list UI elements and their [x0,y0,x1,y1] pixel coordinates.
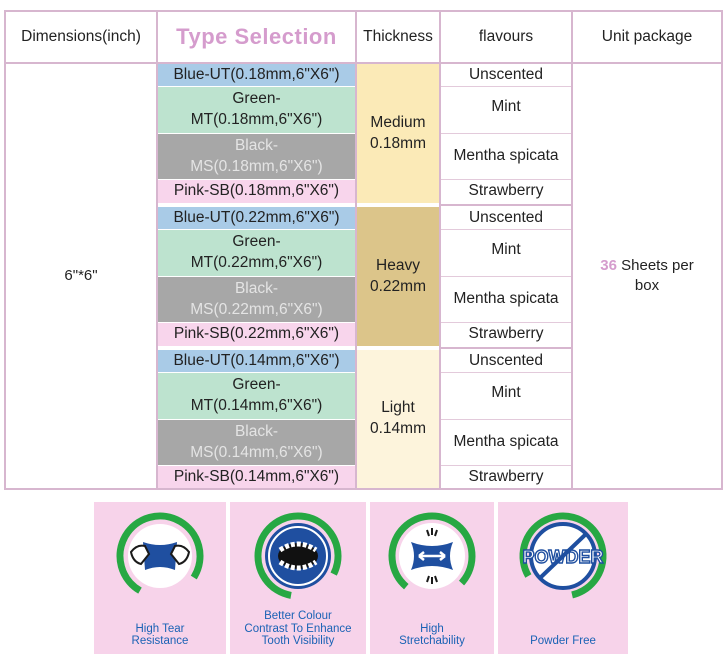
thickness-value: 0.14mm [370,420,426,437]
thickness-name: Light [381,399,415,417]
flavour-unscented: Unscented [468,208,544,226]
column-divider [156,12,158,488]
type-pink-sb-014: Pink-SB(0.14mm,6"X6") [158,466,355,488]
type-green-line1: Green- [232,233,281,251]
row-divider [441,86,571,87]
type-green-mt-014: Green- MT(0.14mm,6"X6") [158,373,355,419]
type-blue-ut-014: Blue-UT(0.14mm,6"X6") [158,350,355,372]
thickness-value: 0.18mm [370,134,426,152]
unit-package-value: 36 Sheets per box [573,64,721,488]
type-green-mt-022: Green- MT(0.22mm,6"X6") [158,230,355,276]
header-type-selection: Type Selection [176,24,337,50]
unit-count: 36 [600,256,617,274]
flavour-strawberry: Strawberry [468,182,544,200]
type-green-line2: MT(0.18mm,6"X6") [190,111,323,128]
stretch-arrows-icon [388,512,476,600]
row-divider [441,465,571,466]
type-black-line1: Black- [234,136,279,154]
row-divider [441,347,571,349]
unit-text-a: Sheets per [616,256,694,274]
type-blue-ut-018: Blue-UT(0.18mm,6"X6") [158,64,355,86]
type-green-mt-018: Green- MT(0.18mm,6"X6") [158,87,355,133]
header-thickness: Thickness [363,27,433,45]
row-divider [441,179,571,180]
flavour-mentha-spicata: Mentha spicata [453,433,559,451]
type-black-ms-022: Black- MS(0.22mm,6"X6") [158,277,355,322]
column-divider [571,12,573,488]
type-green-line1: Green- [232,376,281,394]
row-divider [441,372,571,373]
header-divider [6,62,721,64]
open-mouth-teeth-icon [254,512,342,600]
unit-line2: box [634,277,660,294]
thickness-medium: Medium 0.18mm [357,64,439,203]
type-black-ms-014: Black- MS(0.14mm,6"X6") [158,420,355,465]
row-divider [441,276,571,277]
type-green-line1: Green- [232,90,281,108]
feature-powder-free: POWDER Powder Free [498,502,628,654]
type-black-line1: Black- [234,422,279,440]
type-green-line2: MT(0.22mm,6"X6") [190,254,323,271]
feature-high-stretchability: High Stretchability [370,502,494,654]
thickness-name: Medium [370,113,426,131]
type-black-line2: MS(0.18mm,6"X6") [190,157,323,175]
thickness-value: 0.22mm [370,277,426,295]
type-black-line1: Black- [234,279,279,297]
thickness-name: Heavy [376,256,420,274]
flavour-strawberry: Strawberry [468,325,544,343]
row-divider [441,322,571,323]
column-divider [439,12,441,488]
header-flavours: flavours [478,27,534,45]
flavour-unscented: Unscented [468,351,544,369]
no-powder-icon: POWDER [519,512,607,600]
feature-colour-contrast: Better Colour Contrast To Enhance Tooth … [230,502,366,654]
row-divider [441,133,571,134]
product-spec-table: Dimensions(inch) Type Selection Thicknes… [4,10,723,490]
header-unit-package: Unit package [601,27,693,45]
type-black-line2: MS(0.22mm,6"X6") [190,300,323,318]
row-divider [441,419,571,420]
row-divider [441,229,571,230]
feature-label: High Tear Resistance [131,622,189,648]
type-blue-ut-022: Blue-UT(0.22mm,6"X6") [158,207,355,229]
column-divider [355,12,357,488]
thickness-light: Light 0.14mm [357,350,439,488]
unit-line1: 36 Sheets per [600,256,693,276]
flavour-mint: Mint [491,98,521,115]
type-pink-sb-022: Pink-SB(0.22mm,6"X6") [158,323,355,346]
dimension-value: 6"*6" [64,266,98,284]
feature-high-tear-resistance: High Tear Resistance [94,502,226,654]
feature-label: High Stretchability [399,622,465,648]
type-green-line2: MT(0.14mm,6"X6") [190,397,323,414]
flavour-strawberry: Strawberry [468,467,544,485]
flavour-mint: Mint [491,241,521,258]
feature-label: Better Colour Contrast To Enhance Tooth … [244,610,352,648]
flavour-mentha-spicata: Mentha spicata [453,290,559,308]
flavour-mint: Mint [491,384,521,401]
row-divider [441,204,571,206]
flavour-unscented: Unscented [468,65,544,83]
flavour-mentha-spicata: Mentha spicata [453,147,559,165]
thickness-heavy: Heavy 0.22mm [357,207,439,346]
hands-stretching-sheet-icon [116,512,204,600]
header-dimensions: Dimensions(inch) [21,27,141,45]
feature-label: Powder Free [530,635,596,648]
type-pink-sb-018: Pink-SB(0.18mm,6"X6") [158,180,355,203]
type-black-ms-018: Black- MS(0.18mm,6"X6") [158,134,355,179]
type-black-line2: MS(0.14mm,6"X6") [190,443,323,461]
